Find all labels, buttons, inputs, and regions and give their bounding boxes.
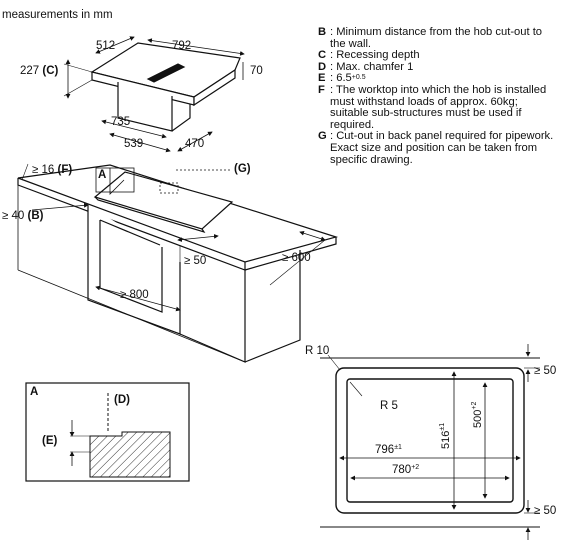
worktop-dim-800: ≥ 800: [120, 289, 149, 301]
legend-row-e: E : 6.5+0.5: [318, 73, 558, 85]
hob-dim-227-value: 227: [20, 65, 40, 77]
cutout-width-outer-value: 796: [375, 444, 395, 456]
worktop-dim-16: ≥ 16 (F): [32, 164, 73, 177]
legend-row-c: C: Recessing depth: [318, 49, 558, 62]
legend-key: G: [318, 130, 327, 143]
cutout-height-outer-tol: ±1: [439, 422, 446, 431]
legend-row-b: B: Minimum distance from the hob cut-out…: [318, 26, 558, 50]
legend-text: : The worktop into which the hob is inst…: [330, 83, 547, 131]
legend-key: F: [318, 83, 325, 96]
hob-dim-512: 512: [96, 40, 116, 52]
worktop-drawing: [17, 163, 339, 363]
legend-text: : Minimum distance from the hob cut-out …: [330, 26, 543, 50]
hob-dim-70: 70: [250, 65, 263, 77]
worktop-ref-g: (G): [234, 163, 251, 175]
cutout-width-outer-tol: ±1: [394, 444, 402, 451]
hob-dim-470: 470: [185, 138, 205, 150]
legend-row-f: F : The worktop into which the hob is ins…: [318, 83, 558, 131]
legend-key: E: [318, 72, 326, 85]
cutout-min-bottom: ≥ 50: [534, 505, 557, 517]
hob-dim-792: 792: [172, 40, 192, 52]
cutout-plan-drawing: [320, 344, 540, 540]
cutout-height-outer: 516±1: [439, 422, 452, 449]
cutout-height-inner-value: 500: [472, 409, 484, 428]
cutout-height-inner-tol: +2: [471, 401, 478, 410]
cutout-height-outer-value: 516: [440, 430, 452, 449]
worktop-dim-600: ≥ 600: [282, 252, 311, 264]
legend: B: Minimum distance from the hob cut-out…: [318, 26, 558, 166]
worktop-dim-50: ≥ 50: [184, 255, 207, 267]
legend-key: D: [318, 60, 327, 73]
worktop-dim-40: ≥ 40 (B): [2, 210, 44, 223]
cutout-width-outer: 796±1: [375, 444, 402, 457]
cutout-width-inner-tol: +2: [411, 464, 420, 471]
worktop-ref-a: A: [98, 169, 107, 181]
legend-key: B: [318, 26, 327, 38]
legend-key: C: [318, 49, 327, 62]
cutout-height-inner: 500+2: [471, 401, 484, 428]
hob-dim-539: 539: [124, 138, 144, 150]
hob-dim-735: 735: [111, 116, 131, 128]
detail-ref-e: (E): [42, 435, 58, 447]
detail-a-drawing: [25, 382, 190, 482]
units-caption: measurements in mm: [2, 9, 113, 21]
legend-text: : Max. chamfer 1: [330, 60, 414, 73]
hob-ref-c: (C): [42, 65, 59, 77]
legend-sup: +0.5: [351, 74, 366, 82]
cutout-radius-outer: R 10: [305, 345, 330, 357]
worktop-dim-16-value: ≥ 16: [32, 164, 55, 176]
legend-row-d: D: Max. chamfer 1: [318, 60, 558, 74]
hob-drawing: [63, 36, 245, 153]
cutout-width-inner-value: 780: [392, 464, 412, 476]
detail-title: A: [30, 386, 39, 398]
legend-row-g: G: Cut-out in back panel required for pi…: [318, 131, 558, 166]
legend-text: : Cut-out in back panel required for pip…: [330, 130, 554, 166]
legend-text: : Recessing depth: [330, 49, 420, 62]
worktop-ref-b: (B): [27, 210, 44, 222]
cutout-min-top: ≥ 50: [534, 365, 557, 377]
hob-dim-227: 227 (C): [20, 65, 59, 78]
detail-ref-d: (D): [114, 394, 130, 406]
legend-text: : 6.5: [330, 72, 352, 85]
worktop-dim-40-value: ≥ 40: [2, 210, 25, 222]
cutout-width-inner: 780+2: [392, 464, 420, 477]
cutout-radius-inner: R 5: [380, 400, 398, 412]
worktop-ref-f: (F): [57, 164, 73, 176]
